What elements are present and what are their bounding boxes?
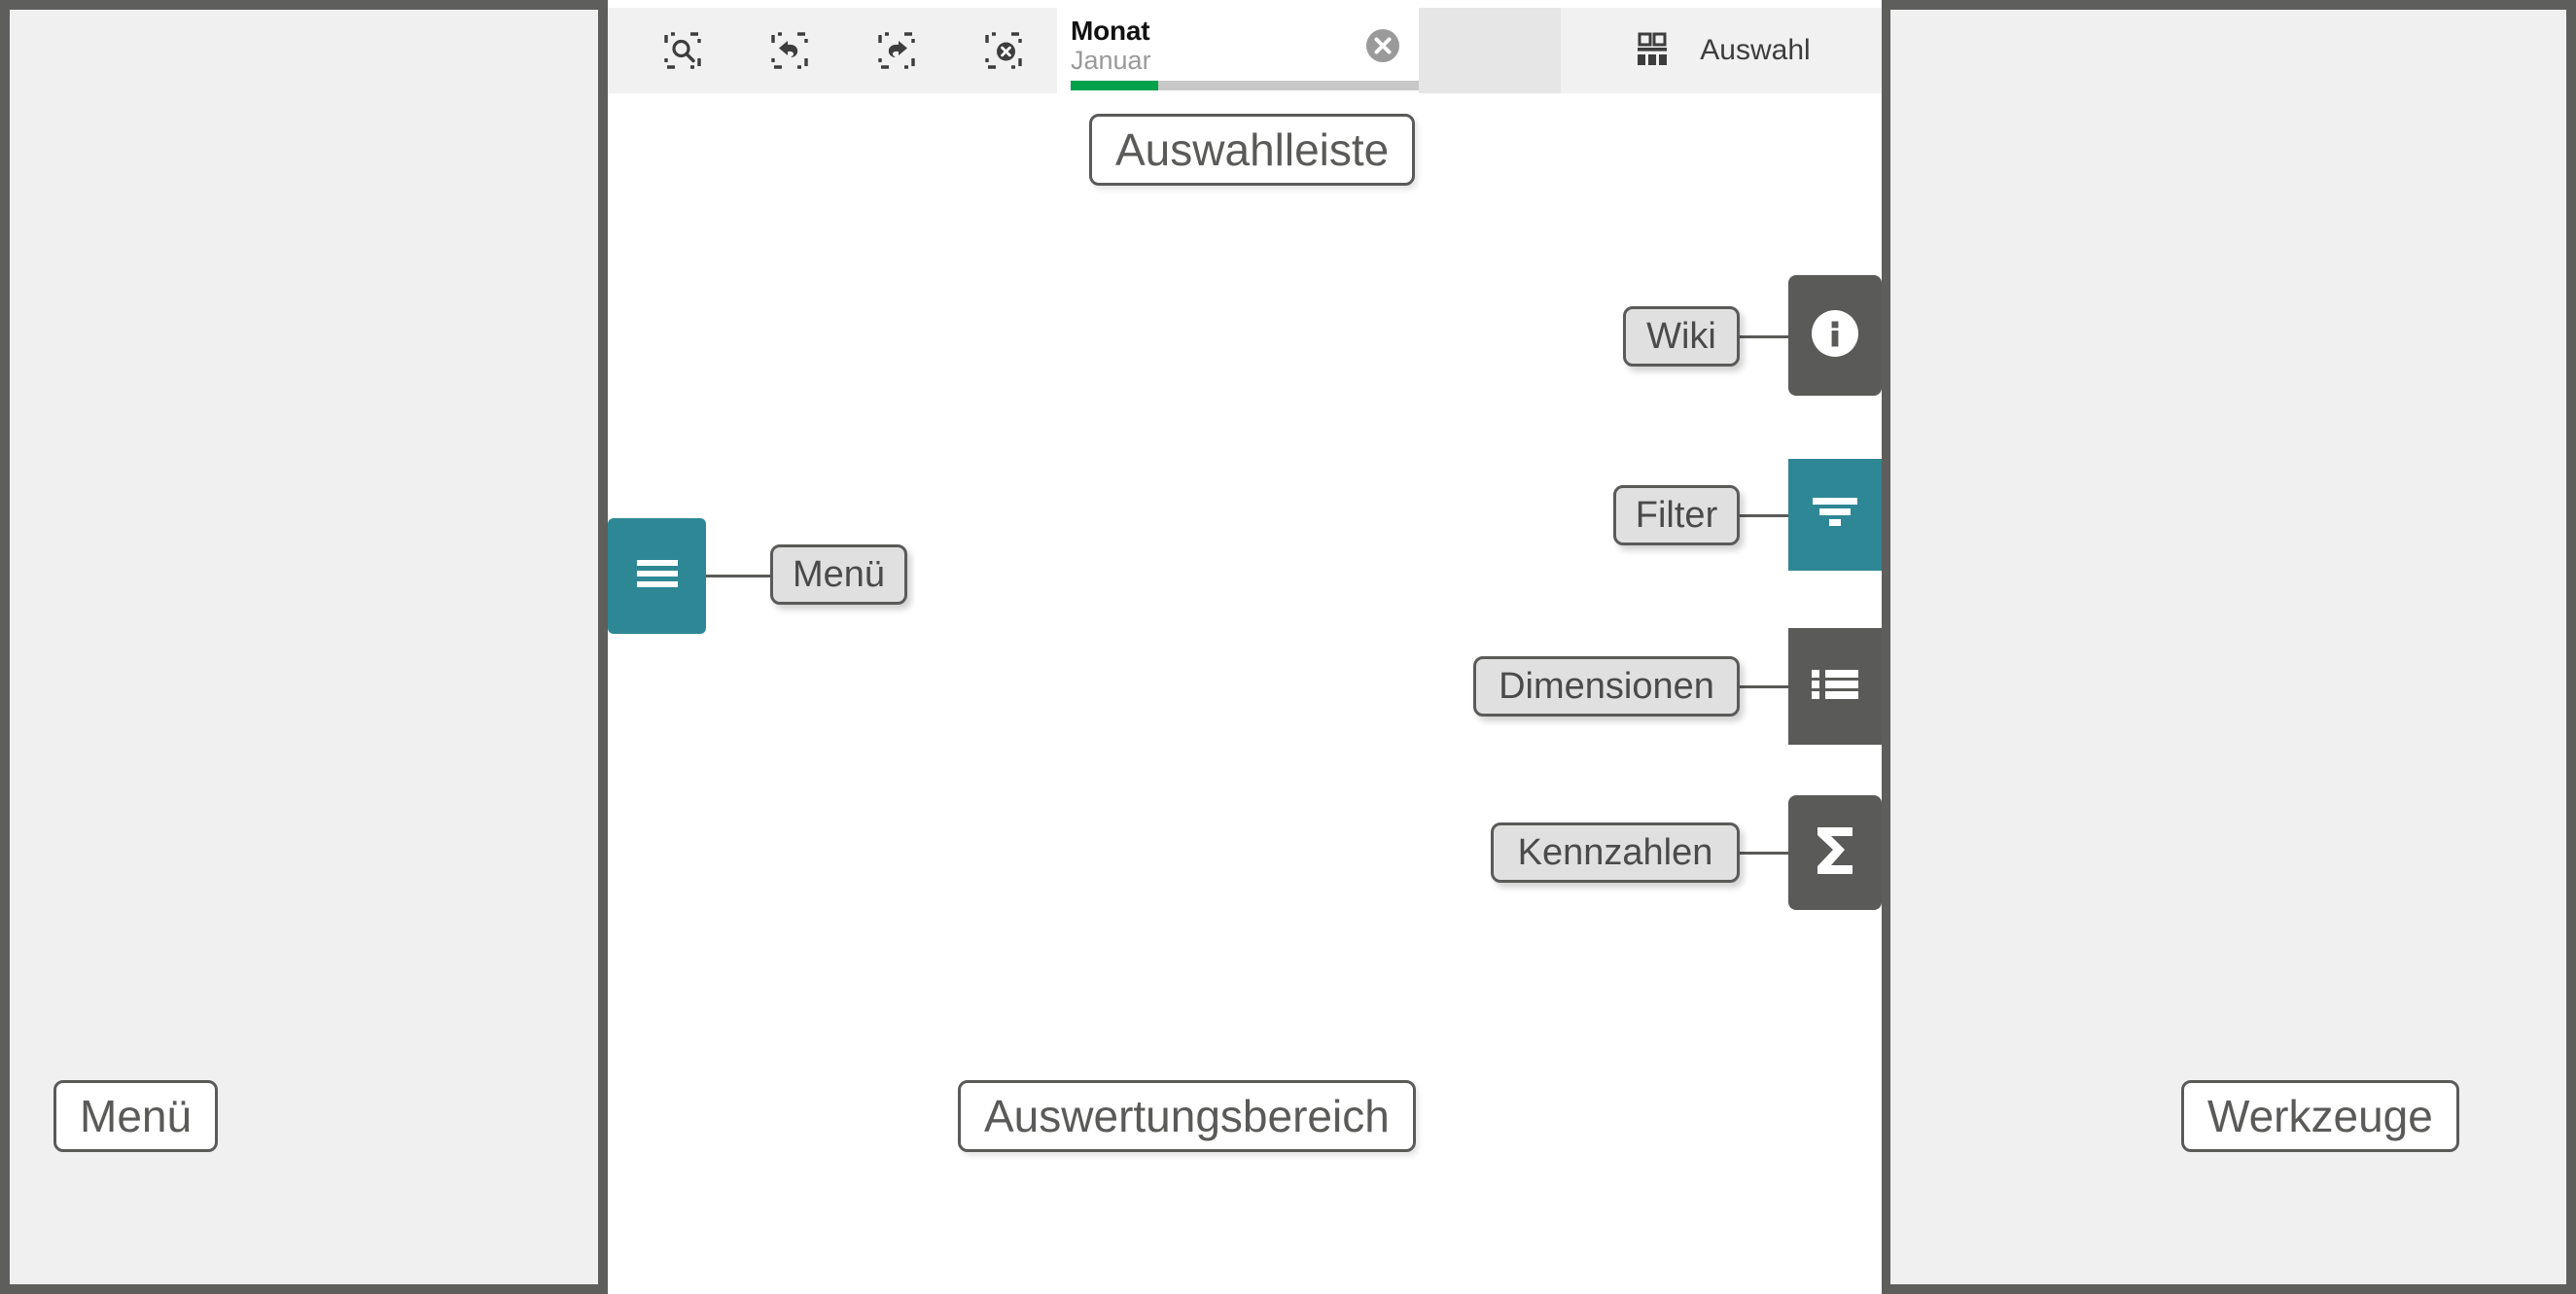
right-region-label: Werkzeuge	[2181, 1080, 2459, 1152]
wiki-callout: Wiki	[1623, 306, 1740, 367]
right-tools-panel	[1890, 10, 2566, 1284]
selection-bar: Monat Januar	[608, 8, 1882, 93]
selections-grid-icon	[1632, 28, 1673, 74]
sigma-icon	[1810, 823, 1860, 883]
selection-tab-monat[interactable]: Monat Januar	[1057, 8, 1419, 93]
auswahl-button-label: Auswahl	[1700, 34, 1811, 66]
filter-callout: Filter	[1613, 485, 1740, 545]
info-circle-icon	[1807, 305, 1863, 367]
selection-field-name: Monat	[1071, 16, 1150, 46]
center-analysis-panel: Monat Januar	[608, 0, 1882, 1294]
menu-callout: Menü	[770, 544, 908, 605]
selection-progress-bar	[1071, 81, 1419, 90]
filter-connector	[1740, 514, 1788, 517]
wiki-connector	[1740, 335, 1788, 338]
left-region-label: Menü	[53, 1080, 219, 1152]
search-selection-icon[interactable]	[629, 8, 736, 93]
clear-selection-icon[interactable]	[950, 8, 1057, 93]
close-circle-icon[interactable]	[1364, 27, 1401, 64]
wiki-tool-button[interactable]	[1788, 275, 1882, 396]
kennzahlen-callout: Kennzahlen	[1491, 822, 1740, 883]
dimensions-connector	[1740, 685, 1788, 688]
left-menu-panel	[10, 10, 598, 1284]
selection-bar-region-label: Auswahlleiste	[1089, 114, 1416, 186]
center-region-label: Auswertungsbereich	[958, 1080, 1416, 1152]
redo-selection-icon[interactable]	[843, 8, 950, 93]
filter-funnel-icon	[1810, 496, 1860, 534]
menu-connector	[706, 575, 770, 577]
filter-tool-button[interactable]	[1788, 459, 1882, 571]
list-bullets-icon	[1810, 668, 1860, 706]
dimensions-callout: Dimensionen	[1473, 656, 1740, 717]
dimensions-tool-button[interactable]	[1788, 628, 1882, 745]
selection-tab-texts: Monat Januar	[1071, 17, 1151, 75]
undo-selection-icon[interactable]	[736, 8, 843, 93]
selection-tool-buttons	[608, 8, 1057, 93]
hamburger-menu-icon	[634, 556, 681, 596]
auswahl-button[interactable]: Auswahl	[1561, 8, 1882, 93]
selection-progress-fill	[1071, 81, 1158, 90]
selection-field-value: Januar	[1071, 46, 1151, 76]
menu-button[interactable]	[608, 518, 706, 634]
kennzahlen-tool-button[interactable]	[1788, 795, 1882, 910]
selection-bar-empty-area	[1419, 8, 1561, 93]
kennzahlen-connector	[1740, 852, 1788, 855]
